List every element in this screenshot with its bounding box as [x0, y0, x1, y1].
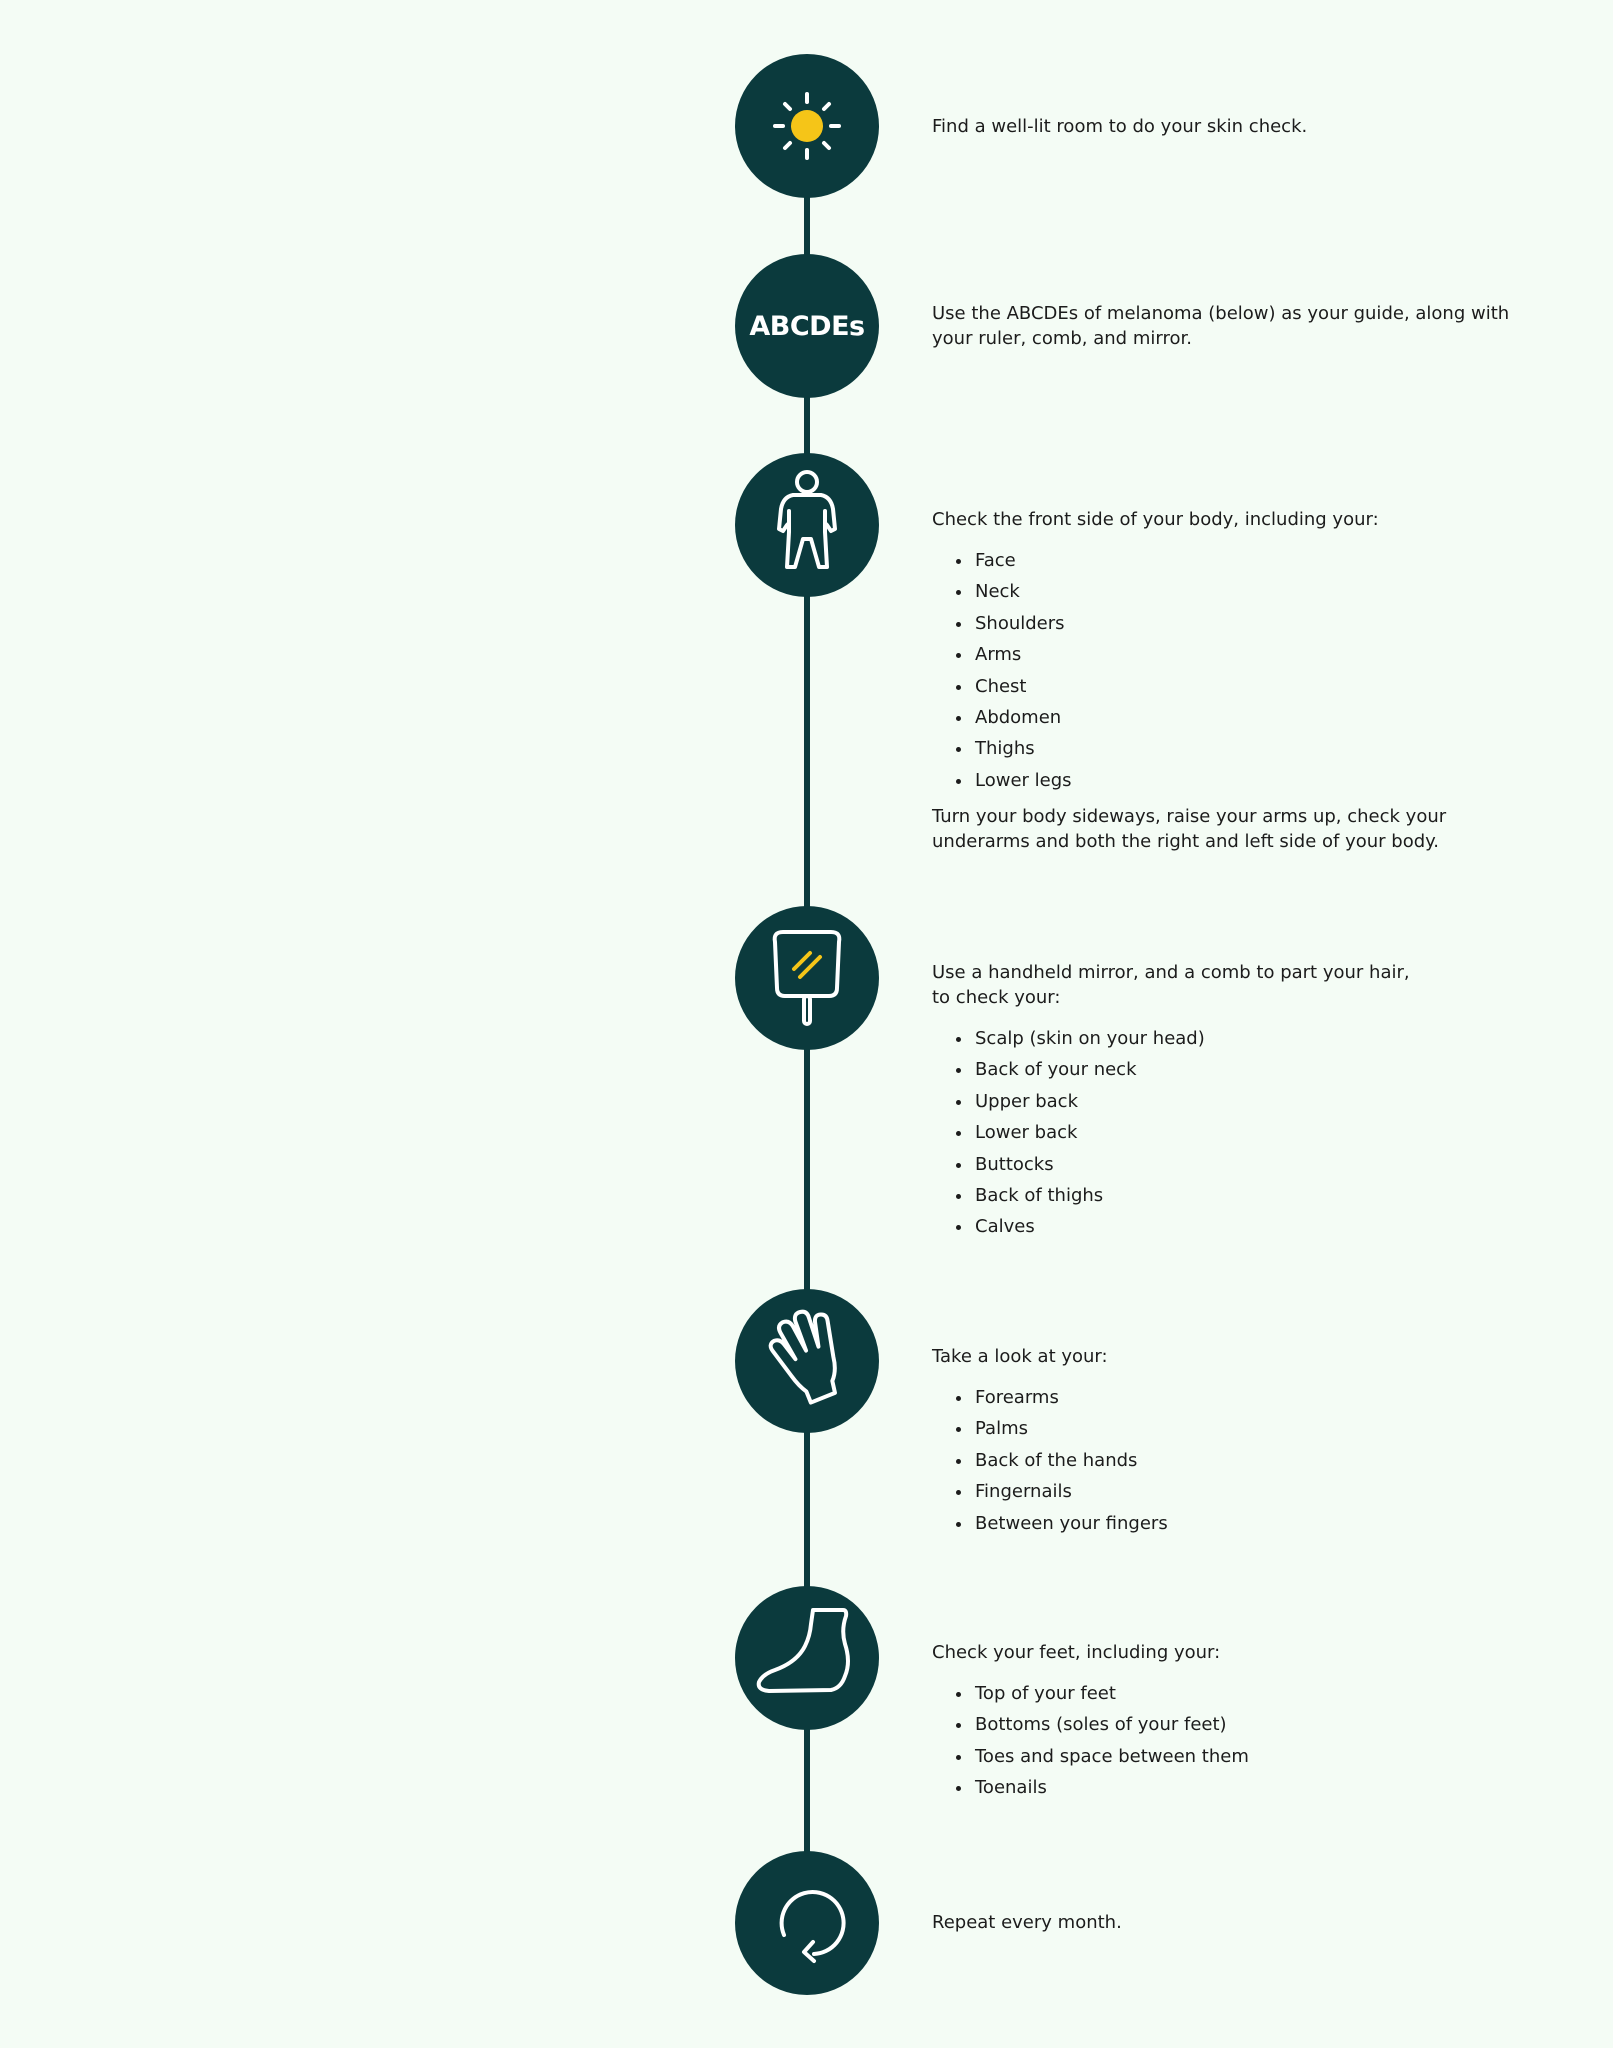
list-item: Back of your neck [973, 1054, 1532, 1085]
step-2-circle: ABCDEs [735, 254, 879, 398]
person-icon [777, 470, 837, 569]
list-item: Scalp (skin on your head) [973, 1023, 1532, 1054]
foot-icon [756, 1608, 850, 1693]
list-item: Thighs [973, 733, 1532, 764]
step-6-text: Check your feet, including your: Top of … [932, 1640, 1532, 1804]
step-6-list: Top of your feet Bottoms (soles of your … [932, 1678, 1532, 1804]
step-7-description: Repeat every month. [932, 1912, 1122, 1933]
step-3-text: Check the front side of your body, inclu… [932, 507, 1532, 854]
list-item: Fingernails [973, 1476, 1532, 1507]
step-6-intro: Check your feet, including your: [932, 1642, 1221, 1663]
list-item: Arms [973, 639, 1532, 670]
list-item: Palms [973, 1413, 1532, 1444]
hand-mirror-icon [772, 930, 842, 1026]
list-item: Upper back [973, 1086, 1532, 1117]
step-7-text: Repeat every month. [932, 1910, 1532, 1935]
step-4-intro-line2: to check your: [932, 987, 1061, 1008]
list-item: Back of the hands [973, 1445, 1532, 1476]
list-item: Toenails [973, 1772, 1532, 1803]
repeat-icon [779, 1890, 846, 1963]
step-5-text: Take a look at your: Forearms Palms Back… [932, 1344, 1532, 1539]
list-item: Shoulders [973, 608, 1532, 639]
list-item: Top of your feet [973, 1678, 1532, 1709]
sun-icon [773, 92, 841, 160]
step-3-list: Face Neck Shoulders Arms Chest Abdomen T… [932, 545, 1532, 796]
list-item: Bottoms (soles of your feet) [973, 1709, 1532, 1740]
list-item: Lower back [973, 1117, 1532, 1148]
step-3-circle [735, 453, 879, 597]
step-1-description: Find a well-lit room to do your skin che… [932, 116, 1308, 137]
list-item: Back of thighs [973, 1180, 1532, 1211]
list-item: Abdomen [973, 702, 1532, 733]
step-2-description: Use the ABCDEs of melanoma (below) as yo… [932, 303, 1510, 349]
list-item: Toes and space between them [973, 1741, 1532, 1772]
step-3-after: Turn your body sideways, raise your arms… [932, 806, 1447, 853]
step-4-intro-line1: Use a handheld mirror, and a comb to par… [932, 962, 1410, 983]
step-3-intro: Check the front side of your body, inclu… [932, 509, 1379, 530]
step-7-circle [735, 1851, 879, 1995]
hand-icon [768, 1309, 837, 1405]
step-1-circle [735, 54, 879, 198]
step-6-circle [735, 1586, 879, 1730]
step-4-list: Scalp (skin on your head) Back of your n… [932, 1023, 1532, 1243]
step-4-text: Use a handheld mirror, and a comb to par… [932, 960, 1532, 1243]
list-item: Face [973, 545, 1532, 576]
step-5-intro: Take a look at your: [932, 1346, 1108, 1367]
list-item: Between your fingers [973, 1508, 1532, 1539]
step-1-text: Find a well-lit room to do your skin che… [932, 114, 1532, 139]
list-item: Chest [973, 671, 1532, 702]
list-item: Calves [973, 1211, 1532, 1242]
step-2-text: Use the ABCDEs of melanoma (below) as yo… [932, 301, 1522, 351]
list-item: Buttocks [973, 1149, 1532, 1180]
list-item: Lower legs [973, 765, 1532, 796]
step-5-circle [735, 1289, 879, 1433]
abcdes-badge: ABCDEs [749, 310, 865, 342]
list-item: Forearms [973, 1382, 1532, 1413]
step-4-circle [735, 906, 879, 1050]
step-5-list: Forearms Palms Back of the hands Fingern… [932, 1382, 1532, 1539]
list-item: Neck [973, 576, 1532, 607]
